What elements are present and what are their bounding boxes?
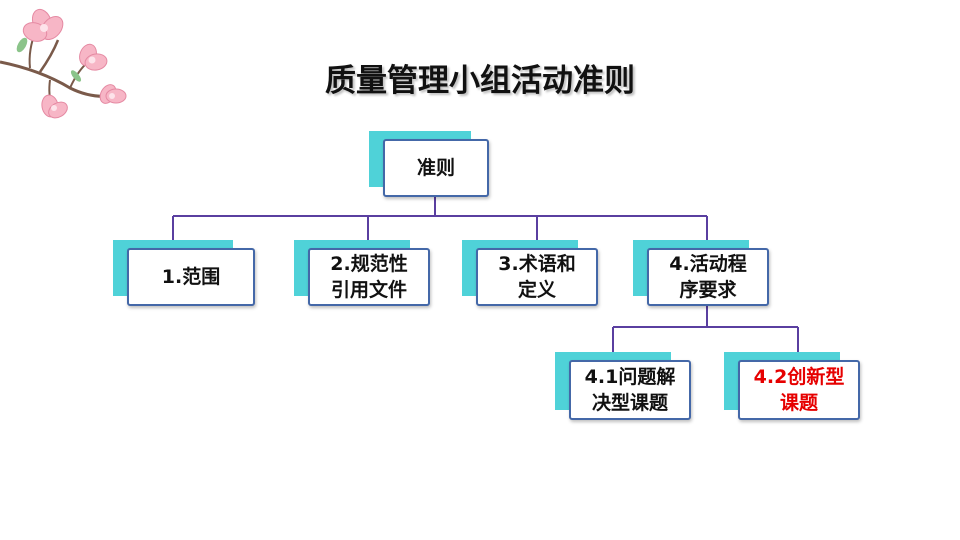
node-problem-solving-topic: 4.1问题解 决型课题 [555, 352, 691, 420]
node-scope-label: 1.范围 [161, 266, 221, 288]
node-terms-definitions-label: 3.术语和 定义 [498, 253, 576, 301]
node-normative-references-label: 2.规范性 引用文件 [330, 253, 408, 301]
node-innovation-topic-label: 4.2创新型 课题 [753, 366, 845, 414]
node-root-label: 准则 [416, 157, 455, 179]
node-terms-definitions: 3.术语和 定义 [462, 240, 598, 306]
node-problem-solving-topic-label: 4.1问题解 决型课题 [584, 366, 676, 414]
page-title: 质量管理小组活动准则 [325, 63, 635, 99]
node-scope: 1.范围 [113, 240, 255, 306]
node-activity-procedure-label: 4.活动程 序要求 [669, 253, 747, 301]
node-activity-procedure: 4.活动程 序要求 [633, 240, 769, 306]
cherry-blossom-icon [0, 8, 127, 119]
node-root: 准则 [369, 131, 489, 197]
node-innovation-topic: 4.2创新型 课题 [724, 352, 860, 420]
node-normative-references: 2.规范性 引用文件 [294, 240, 430, 306]
